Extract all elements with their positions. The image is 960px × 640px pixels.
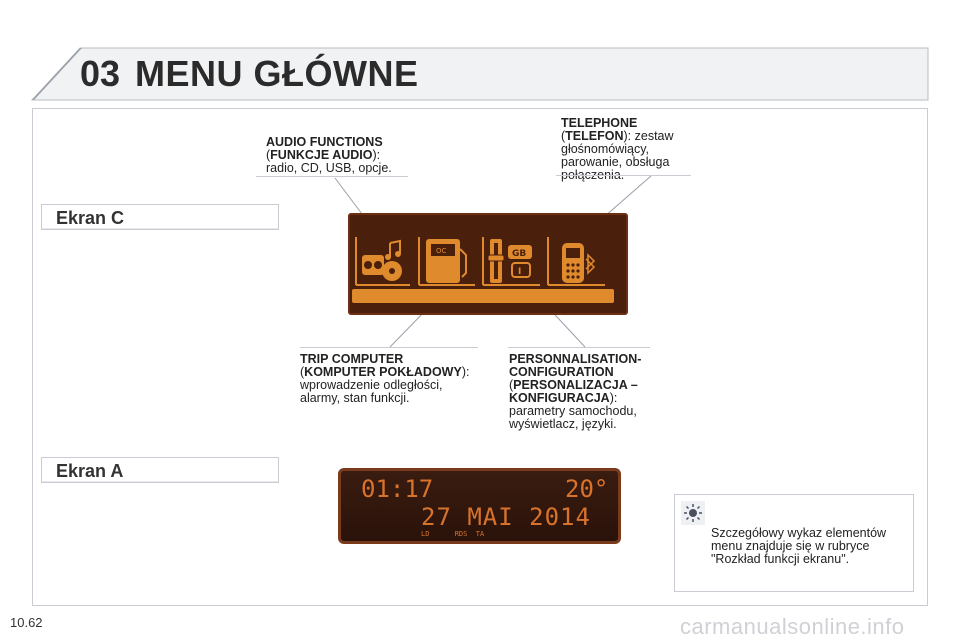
main-menu-icons: OC GB I — [352, 237, 614, 303]
callout-personal: PERSONNALISATION- CONFIGURATION (PERSONA… — [509, 353, 654, 431]
settings-language-icon: GB I — [487, 239, 532, 283]
audio-icon-frame — [355, 237, 410, 286]
telephone-rule — [556, 175, 691, 176]
tip-text: Szczegółowy wykaz elementów menu znajduj… — [711, 526, 887, 566]
trip-rule — [300, 347, 478, 348]
lcd-temperature: 20° — [565, 475, 609, 503]
telephone-title: TELEPHONE — [561, 116, 638, 130]
personal-bold-2: KONFIGURACJA — [509, 391, 610, 405]
screen-a-display: 01:17 20° 27 MAI 2014 LD RDS TA — [338, 468, 621, 544]
telephone-paren-close: ): zestaw — [623, 129, 674, 143]
trip-title: TRIP COMPUTER — [300, 352, 404, 366]
lcd-time: 01:17 — [361, 475, 434, 503]
telephone-bold: TELEFON — [565, 129, 624, 143]
callout-audio: AUDIO FUNCTIONS (FUNKCJE AUDIO): radio, … — [266, 136, 426, 175]
trip-oc-label: OC — [436, 247, 447, 255]
menu-highlight-bar — [352, 289, 614, 303]
personal-paren-close: ): — [609, 391, 618, 405]
watermark: carmanualsonline.info — [680, 614, 905, 639]
header-banner — [30, 47, 929, 101]
screen-a-label: Ekran A — [41, 457, 279, 483]
music-cd-icon — [362, 239, 402, 281]
personal-paren-open: ( — [509, 378, 514, 392]
audio-paren-close: ): — [372, 148, 381, 162]
screen-c-label: Ekran C — [41, 204, 279, 230]
tip-box — [674, 494, 914, 592]
chapter-number: 03 — [80, 53, 121, 94]
trip-desc: wprowadzenie odległości, alarmy, stan fu… — [300, 378, 443, 405]
page-number: 10.62 — [10, 615, 43, 630]
sun-lightbulb-icon — [681, 501, 705, 525]
screen-c-panel: OC GB I — [348, 213, 628, 315]
audio-bold: FUNKCJE AUDIO — [270, 148, 373, 162]
audio-paren-open: ( — [266, 148, 271, 162]
page-title: MENU GŁÓWNE — [135, 53, 419, 94]
personal-bold-1: PERSONALIZACJA – — [513, 378, 638, 392]
audio-title: AUDIO FUNCTIONS — [266, 135, 383, 149]
audio-desc: radio, CD, USB, opcje. — [266, 161, 392, 175]
mobile-phone-icon — [562, 243, 596, 283]
fuel-pump-icon: OC — [426, 239, 467, 283]
telephone-paren-open: ( — [561, 129, 566, 143]
audio-rule — [256, 176, 408, 177]
callout-trip: TRIP COMPUTER (KOMPUTER POKŁADOWY): wpro… — [300, 353, 485, 405]
personal-title-2: CONFIGURATION — [509, 365, 614, 379]
personal-title-1: PERSONNALISATION- — [509, 352, 642, 366]
content-frame — [32, 108, 928, 606]
lcd-date: 27 MAI 2014 — [421, 503, 591, 531]
lang-i-label: I — [518, 267, 521, 277]
lcd-indicators: LD RDS TA — [421, 530, 485, 538]
trip-paren-open: ( — [300, 365, 305, 379]
personal-rule — [508, 347, 650, 348]
trip-paren-close: ): — [461, 365, 470, 379]
personal-desc: parametry samochodu, wyświetlacz, języki… — [509, 404, 637, 431]
trip-bold: KOMPUTER POKŁADOWY — [304, 365, 462, 379]
lang-gb-label: GB — [512, 249, 526, 259]
